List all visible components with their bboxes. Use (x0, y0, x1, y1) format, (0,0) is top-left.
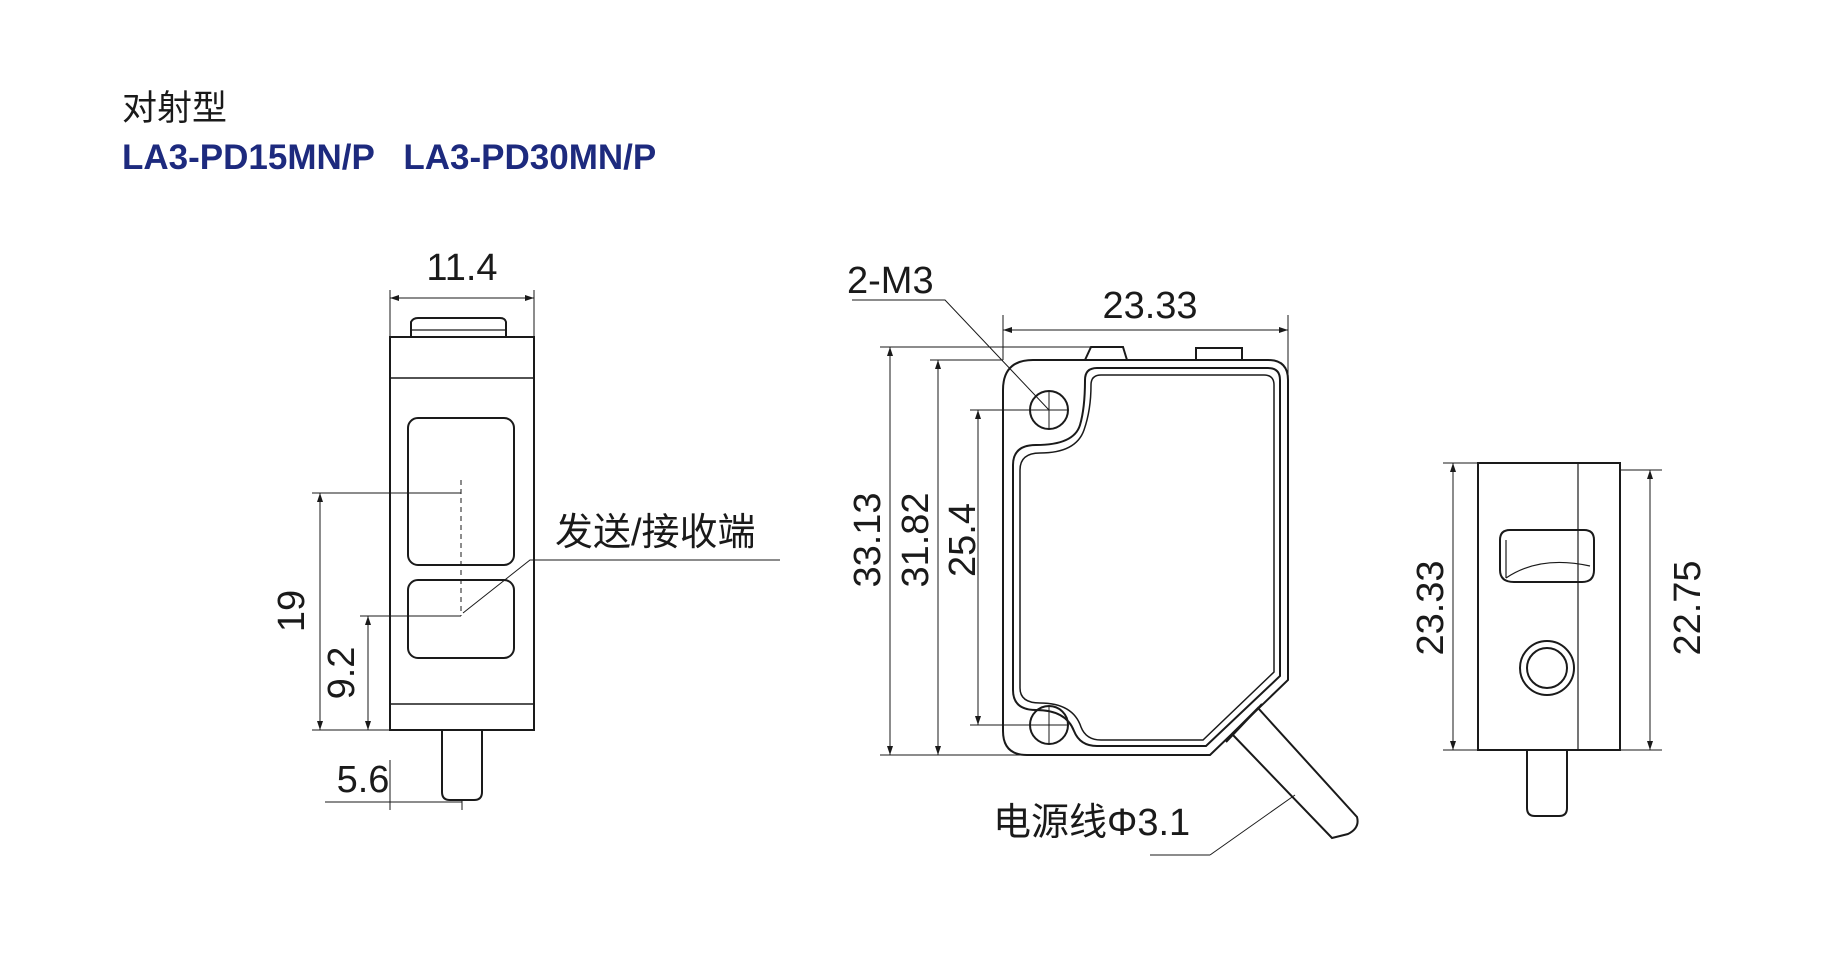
end-cable (1526, 750, 1568, 817)
dim-end-23-33: 23.33 (1410, 560, 1452, 655)
label-mount-holes: 2-M3 (847, 260, 934, 302)
side-body-outer (1002, 359, 1289, 756)
front-dimensions (312, 290, 780, 810)
front-cable (441, 730, 483, 801)
sensor-type-label: 对射型 (122, 89, 228, 129)
side-top-tab-right (1195, 347, 1243, 360)
model-numbers: LA3-PD15MN/P LA3-PD30MN/P (122, 138, 657, 177)
end-port-inner (1526, 647, 1568, 689)
end-view (1477, 462, 1621, 817)
dim-side-width: 23.33 (1102, 285, 1197, 327)
front-top-tab (410, 317, 507, 337)
label-cable: 电源线Φ3.1 (993, 802, 1190, 844)
side-view (1002, 346, 1359, 840)
side-lens-inner (1019, 374, 1275, 741)
side-top-tab-left (1084, 346, 1128, 361)
dim-side-31-82: 31.82 (895, 492, 937, 587)
end-port-outer (1519, 640, 1575, 696)
end-dimensions (1443, 462, 1662, 751)
end-slot (1499, 529, 1595, 583)
front-body (389, 336, 535, 731)
front-view (389, 317, 535, 801)
dim-side-25-4: 25.4 (942, 503, 984, 577)
dim-front-9-2: 9.2 (321, 647, 363, 700)
end-body (1477, 462, 1621, 751)
callout-emitter-receiver: 发送/接收端 (555, 512, 756, 554)
dim-end-22-75: 22.75 (1667, 560, 1709, 655)
dim-side-33-13: 33.13 (847, 492, 889, 587)
dim-front-19: 19 (271, 590, 313, 632)
side-lens-outer (1012, 367, 1281, 747)
side-dimensions (852, 299, 1296, 856)
side-cable (1231, 706, 1359, 840)
dim-front-5-6: 5.6 (337, 759, 390, 801)
dim-front-width: 11.4 (426, 247, 497, 289)
